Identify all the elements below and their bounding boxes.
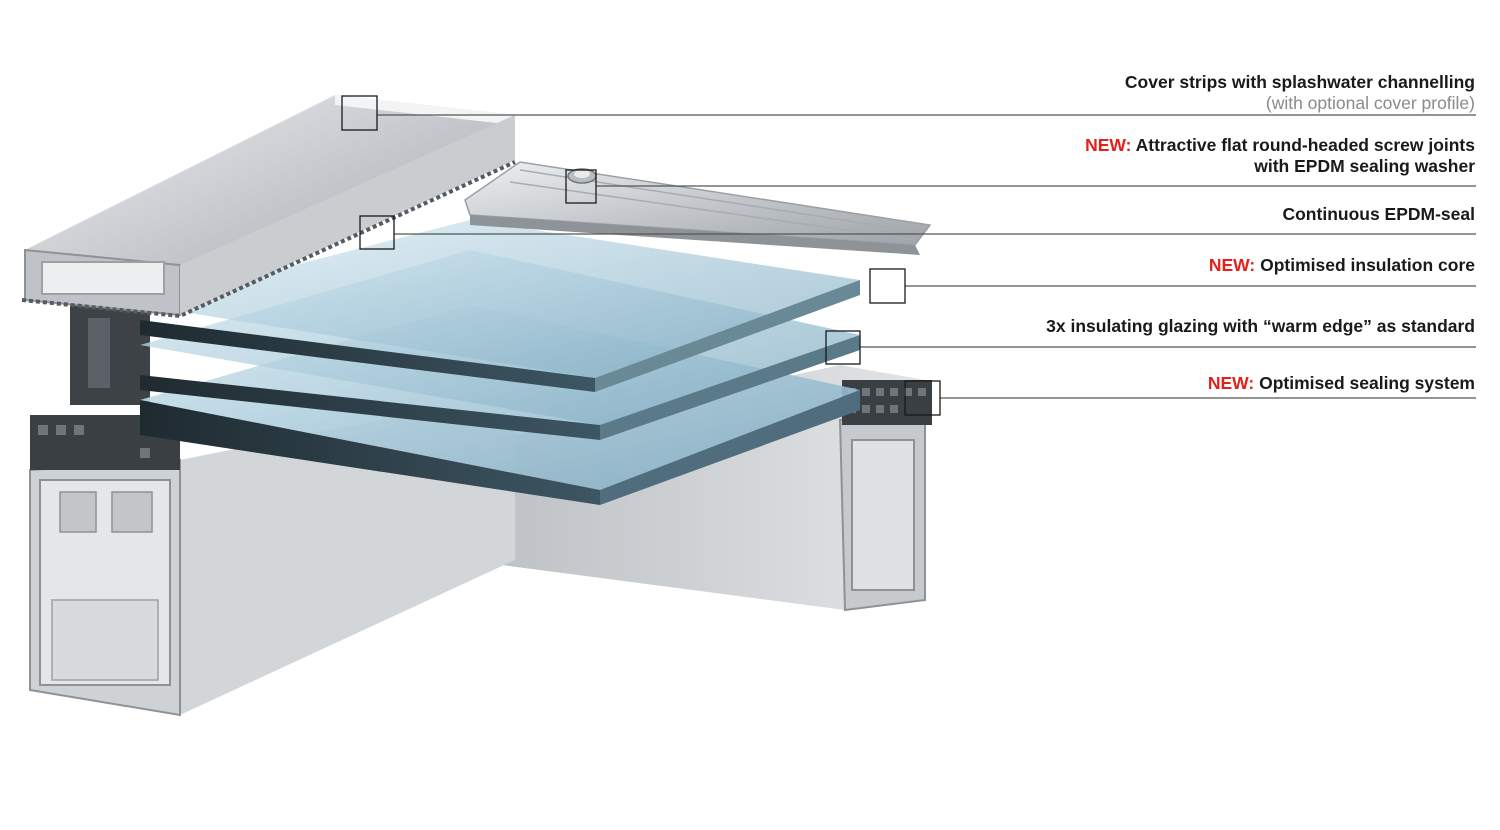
callout-cover-strips: Cover strips with splashwater channellin… — [1125, 72, 1475, 114]
callout-screw-joints: NEW: Attractive flat round-headed screw … — [1085, 135, 1475, 177]
leader-lines — [377, 114, 1476, 399]
marker-glazing — [825, 330, 861, 365]
marker-cover-strip — [341, 95, 378, 131]
callout-text: Attractive flat round-headed screw joint… — [1135, 135, 1475, 155]
callout-insulation-core: NEW: Optimised insulation core — [1209, 255, 1475, 276]
callout-text: Optimised insulation core — [1260, 255, 1475, 275]
callout-text: Cover strips with splashwater channellin… — [1124, 72, 1475, 92]
callout-text: Optimised sealing system — [1259, 373, 1475, 393]
callout-insulating-glazing: 3x insulating glazing with “warm edge” a… — [1046, 316, 1475, 337]
new-badge: NEW: — [1085, 135, 1132, 155]
cover-strip — [21, 95, 516, 319]
triple-glazing — [140, 220, 860, 505]
callout-subtext: (with optional cover profile) — [1265, 93, 1475, 113]
new-badge: NEW: — [1208, 255, 1256, 275]
callout-markers — [341, 95, 941, 416]
marker-insulation — [869, 268, 906, 304]
left-mullion-profile — [29, 305, 515, 717]
marker-screw — [565, 169, 597, 204]
pressure-plate — [464, 161, 932, 255]
callout-text: 3x insulating glazing with “warm edge” a… — [1046, 316, 1475, 336]
marker-sealing — [904, 380, 941, 416]
new-badge: NEW: — [1207, 373, 1255, 393]
callout-text-line2: with EPDM sealing washer — [1254, 156, 1475, 176]
callout-sealing-system: NEW: Optimised sealing system — [1208, 373, 1475, 394]
callout-text: Continuous EPDM-seal — [1282, 204, 1475, 224]
marker-epdm — [359, 215, 395, 250]
callout-epdm-seal: Continuous EPDM-seal — [1282, 204, 1475, 225]
